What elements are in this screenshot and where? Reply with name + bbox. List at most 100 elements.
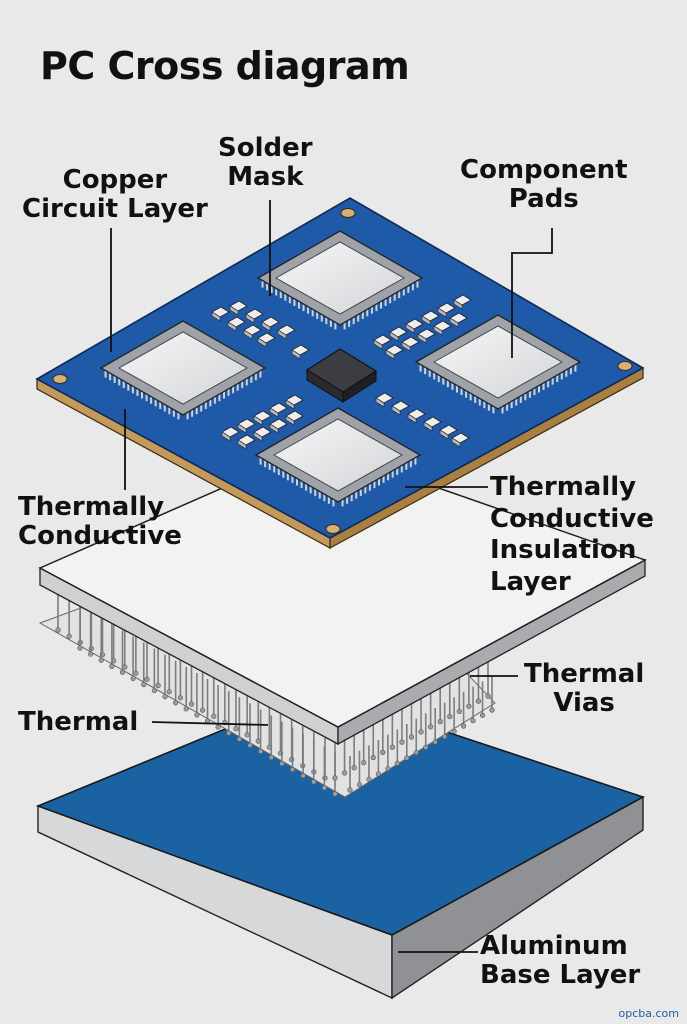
smd-chip (373, 334, 392, 350)
via-pin (408, 734, 415, 740)
via-pin (394, 760, 400, 766)
smd-chip (449, 312, 468, 328)
label-solder-mask: Solder Mask (218, 133, 313, 192)
via-pin (370, 754, 376, 761)
via-pin (466, 703, 472, 709)
via-pin (428, 724, 434, 730)
label-line: Component (460, 155, 628, 185)
smd-chip (243, 324, 262, 340)
smd-side (389, 331, 399, 342)
smd-side (433, 325, 443, 336)
smd-side (291, 349, 301, 360)
smd-chip (439, 424, 458, 440)
via-pin (194, 712, 200, 718)
via-pin (399, 739, 405, 745)
center-ic (305, 348, 378, 403)
smd-chip (237, 434, 256, 450)
via-pin (141, 681, 147, 688)
smd-side (237, 439, 247, 450)
smd-side (451, 437, 461, 448)
smd-side (285, 399, 295, 410)
via-pin (351, 765, 357, 771)
via-pin (375, 771, 382, 777)
via-pin (109, 663, 115, 669)
via-pin (456, 708, 462, 714)
smd-chip (389, 326, 408, 342)
smd-chip (211, 306, 230, 322)
via-pin (200, 707, 206, 713)
component-pad (414, 314, 582, 414)
smd-chip (257, 332, 276, 348)
smd-chip (237, 418, 256, 434)
via-pin (385, 766, 391, 772)
label-line: Conductive (18, 521, 182, 552)
label-line: Pads (508, 184, 579, 215)
via-pin (447, 713, 453, 720)
via-pin (233, 726, 239, 732)
pad-surface (272, 418, 404, 492)
smd-chip (417, 328, 436, 344)
label-thermal-vias: Thermal Vias (524, 659, 645, 719)
via-pin (162, 694, 168, 700)
smd-side (211, 311, 221, 322)
smd-chip (285, 410, 304, 426)
smd-side (437, 307, 447, 318)
pad-surface (432, 325, 564, 399)
via-pin (423, 744, 429, 750)
via-pin (155, 682, 161, 689)
smd-side (407, 413, 417, 424)
label-line: Thermal (524, 659, 645, 689)
smd-chip (285, 394, 304, 410)
smd-side (221, 431, 231, 442)
label-line: Vias (553, 688, 615, 719)
smd-side (253, 415, 263, 426)
label-thermally-conductive: Thermally Conductive (18, 492, 182, 552)
smd-side (439, 429, 449, 440)
label-thermally-conductive-insulation-layer: Thermally Conductive Insulation Layer (490, 472, 654, 599)
via-pin (66, 633, 72, 639)
via-pin (177, 695, 183, 701)
via-pin (215, 724, 221, 730)
via-pin (361, 760, 367, 766)
smd-side (421, 315, 431, 326)
label-line: Thermally (490, 472, 637, 502)
via-pin (332, 775, 338, 781)
label-line: Conductive (490, 503, 654, 534)
via-pin (173, 700, 179, 706)
smd-chip (375, 392, 394, 408)
via-pin (380, 749, 386, 755)
smd-side (269, 407, 279, 418)
label-line: Circuit Layer (22, 194, 208, 225)
smd-chip (227, 316, 246, 332)
via-pin (188, 701, 195, 707)
leader-pads (511, 228, 553, 358)
smd-side (453, 299, 463, 310)
via-pin (341, 770, 348, 776)
smd-chip (401, 336, 420, 352)
via-pin (442, 734, 448, 740)
smd-chip (391, 400, 410, 416)
smd-side (385, 349, 395, 360)
via-pin (166, 689, 172, 695)
via-pin (461, 723, 467, 729)
component-pads (99, 230, 582, 507)
label-line: Copper (62, 165, 168, 195)
via-pin (247, 742, 253, 748)
label-thermal: Thermal (18, 707, 139, 737)
smd-chip (245, 308, 264, 324)
via-pin (258, 748, 264, 755)
smd-components (211, 294, 472, 450)
smd-side (373, 339, 383, 350)
smd-chip (407, 408, 426, 424)
via-pin (437, 719, 443, 725)
smd-side (375, 397, 385, 408)
smd-side (227, 321, 237, 332)
label-line: Thermally (18, 492, 165, 522)
component-pad (254, 407, 422, 507)
via-pin (389, 744, 395, 750)
via-pin (55, 627, 61, 633)
smd-side (449, 317, 459, 328)
via-pin (244, 732, 250, 738)
label-line: Layer (490, 567, 571, 598)
via-pin (347, 787, 353, 793)
